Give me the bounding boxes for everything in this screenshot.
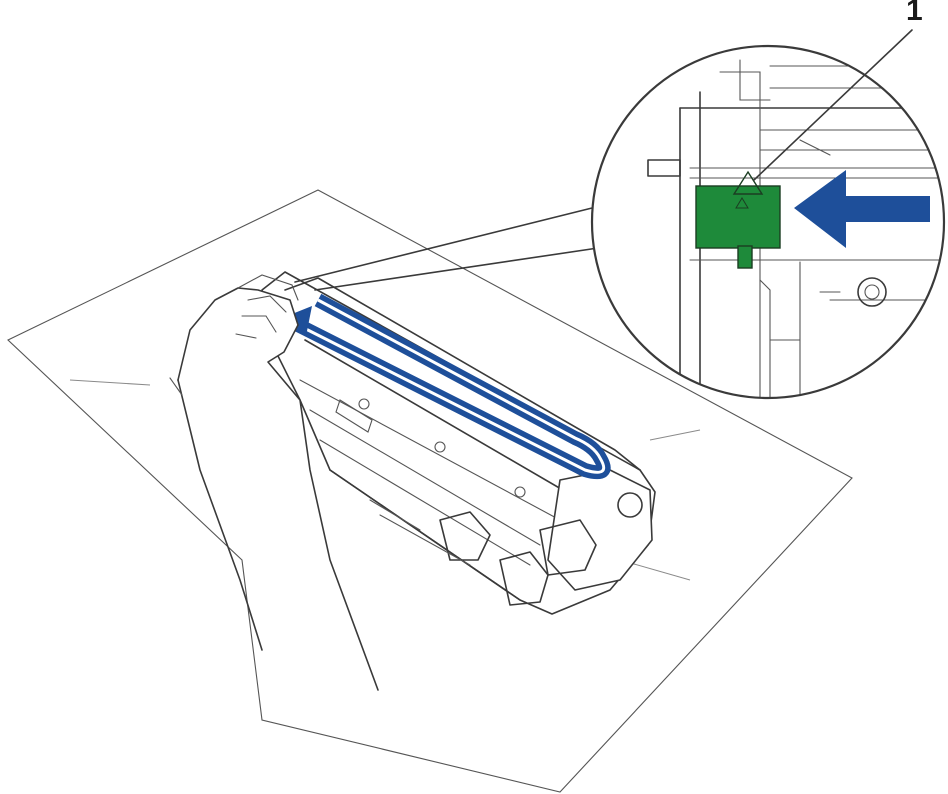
triangle-marker-icon [732,170,764,195]
callout-leader [753,29,913,181]
green-tab [695,170,781,269]
callout-number-1: 1 [906,0,923,27]
push-arrow [794,170,930,248]
callout-wedge [294,207,599,291]
hand [169,274,379,691]
